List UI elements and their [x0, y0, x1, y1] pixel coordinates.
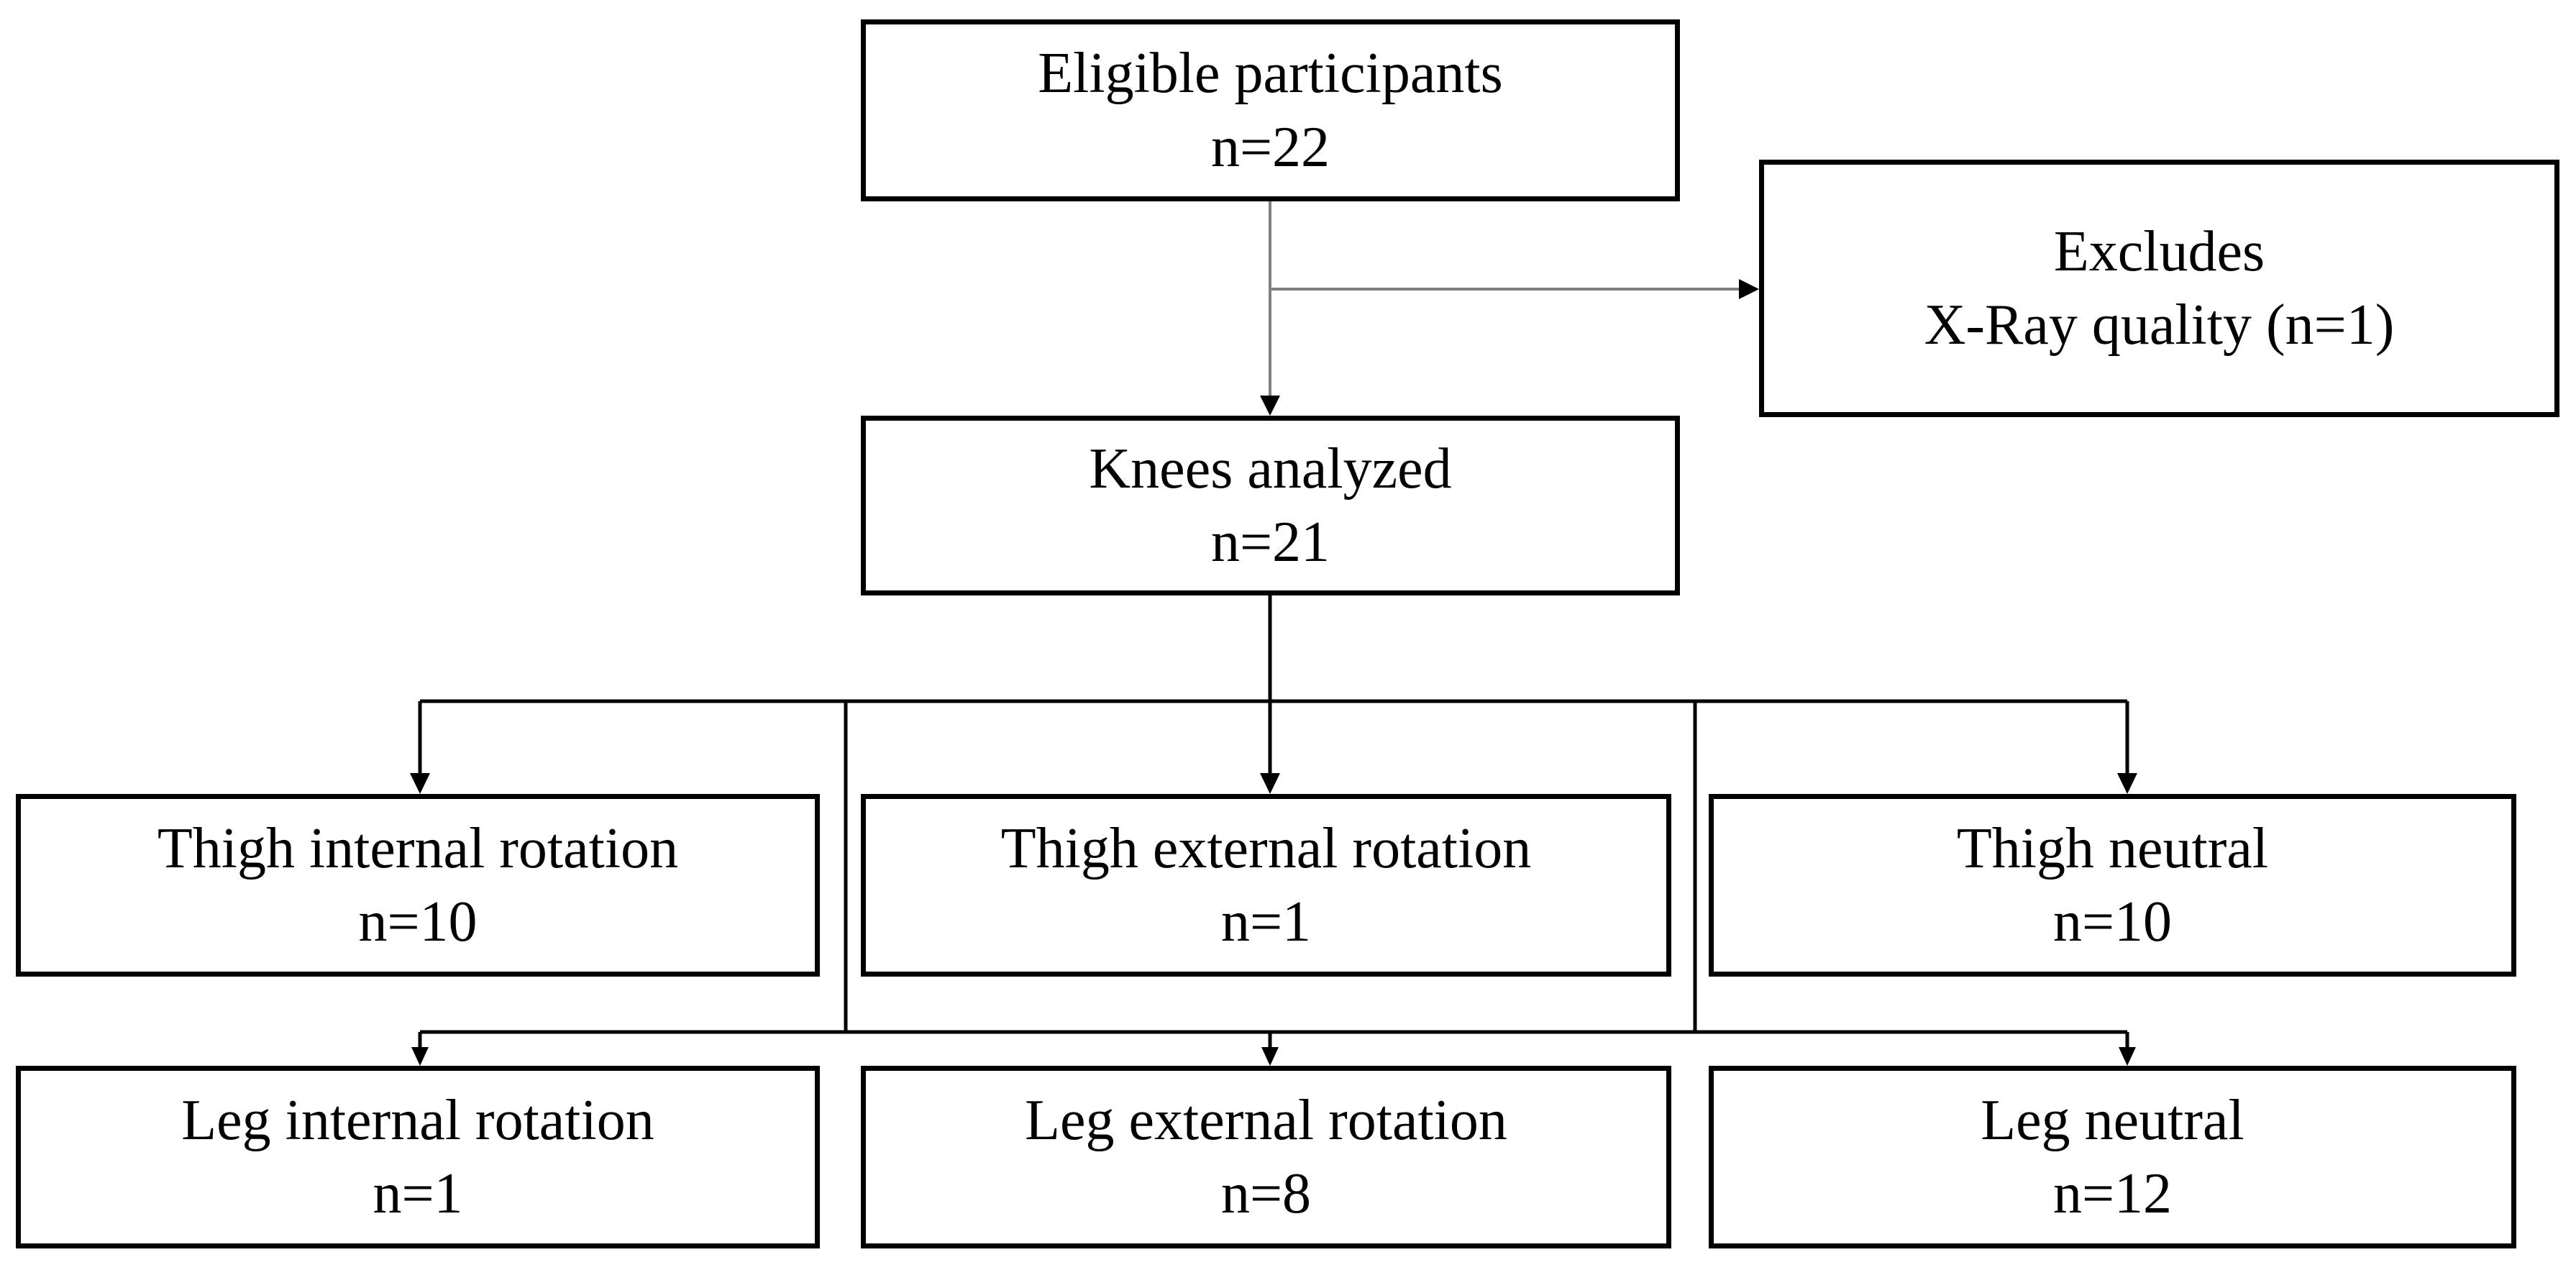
eligible-title: Eligible participants	[1038, 42, 1503, 106]
arrowhead-leg-left	[411, 1047, 429, 1066]
leg-external-title: Leg external rotation	[1025, 1088, 1507, 1152]
knees-analyzed-box: Knees analyzed n=21	[861, 416, 1680, 595]
arrowhead-thigh-right	[2117, 773, 2137, 794]
thigh-external-count: n=1	[1220, 890, 1312, 954]
thigh-internal-title: Thigh internal rotation	[157, 816, 679, 880]
thigh-neutral-box: Thigh neutral n=10	[1709, 794, 2516, 977]
eligible-count: n=22	[1210, 115, 1330, 179]
excludes-reason: X-Ray quality (n=1)	[1924, 293, 2395, 357]
leg-neutral-box: Leg neutral n=12	[1709, 1066, 2516, 1248]
thigh-internal-rotation-box: Thigh internal rotation n=10	[16, 794, 820, 977]
leg-internal-title: Leg internal rotation	[181, 1088, 654, 1152]
leg-external-count: n=8	[1220, 1162, 1312, 1225]
thigh-internal-count: n=10	[358, 890, 478, 954]
eligible-participants-box: Eligible participants n=22	[861, 19, 1680, 201]
arrowhead-leg-right	[2119, 1047, 2136, 1066]
thigh-external-rotation-box: Thigh external rotation n=1	[861, 794, 1671, 977]
leg-internal-count: n=1	[373, 1162, 463, 1225]
arrowhead-thigh-left	[410, 773, 430, 794]
analyzed-title: Knees analyzed	[1089, 437, 1452, 501]
thigh-external-title: Thigh external rotation	[1000, 816, 1532, 880]
leg-external-rotation-box: Leg external rotation n=8	[861, 1066, 1671, 1248]
leg-neutral-title: Leg neutral	[1981, 1088, 2244, 1152]
thigh-neutral-count: n=10	[2052, 890, 2173, 954]
leg-neutral-count: n=12	[2052, 1162, 2173, 1225]
arrowhead-to-excludes	[1739, 279, 1759, 299]
arrowhead-to-analyzed	[1260, 396, 1280, 416]
thigh-neutral-title: Thigh neutral	[1956, 816, 2269, 880]
arrowhead-leg-middle	[1261, 1047, 1279, 1066]
leg-internal-rotation-box: Leg internal rotation n=1	[16, 1066, 820, 1248]
arrowhead-thigh-middle	[1260, 773, 1280, 794]
excludes-box: Excludes X-Ray quality (n=1)	[1759, 160, 2559, 417]
excludes-title: Excludes	[2053, 219, 2265, 283]
analyzed-count: n=21	[1210, 511, 1330, 574]
